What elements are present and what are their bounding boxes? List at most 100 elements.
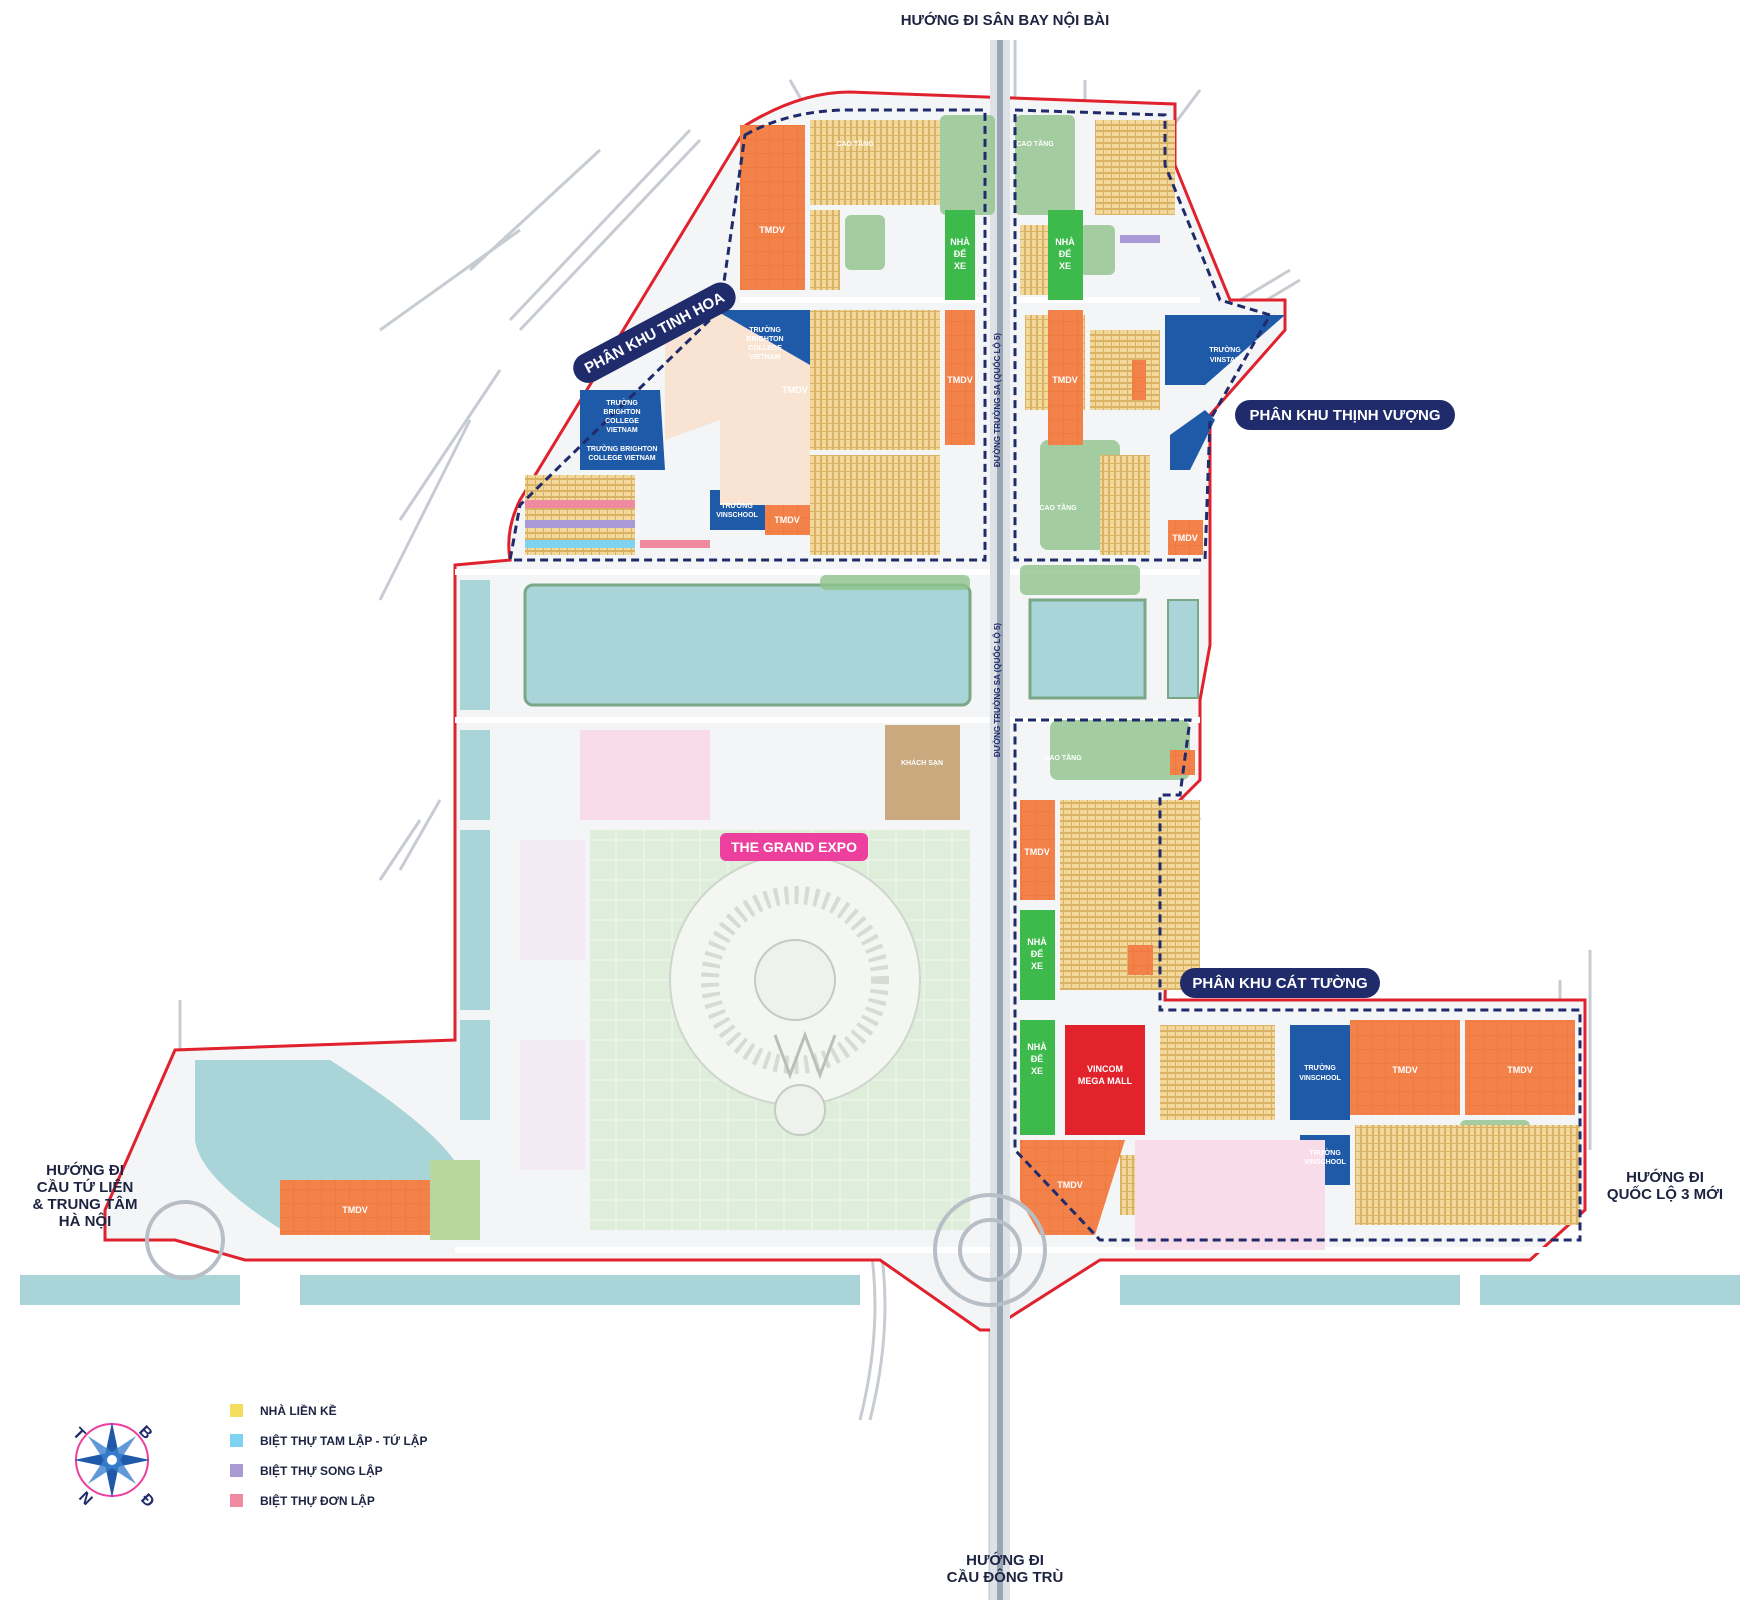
tmdv-label-7: TMDV (1024, 847, 1050, 857)
brighton-w-line2: BRIGHTON (603, 409, 640, 416)
vinschool-south (1290, 1025, 1350, 1120)
legend-label-0: NHÀ LIỀN KỀ (260, 1403, 337, 1418)
vinschool-s-line1: TRƯỜNG (1304, 1063, 1336, 1072)
brighton-n-line3: COLLEGE (748, 345, 782, 352)
block-labels: TMDV TMDV TMDV TMDV TMDV TMDV TMDV TMDV … (342, 138, 1533, 1215)
highway-label-north: ĐƯỜNG TRƯỜNG SA (QUỐC LỘ 5) (992, 333, 1002, 468)
direction-west-1: HƯỚNG ĐI (46, 1161, 124, 1179)
tmdv-block-10 (1465, 1020, 1575, 1115)
tmdv-label-9: TMDV (1392, 1065, 1418, 1075)
tmdv-block-7 (1020, 800, 1055, 900)
brighton-w-line4: VIETNAM (606, 427, 638, 434)
parking-2-line1: NHÀ (1055, 237, 1075, 247)
direction-labels: HƯỚNG ĐI SÂN BAY NỘI BÀI HƯỚNG ĐI CẦU TỨ… (33, 11, 1724, 1586)
vincom-mega-mall-block (1065, 1025, 1145, 1135)
vinschool-se-line2: VINSCHOOL (1304, 1159, 1346, 1166)
tmdv-block-6 (1168, 520, 1203, 555)
brighton-n-line1: TRƯỜNG (749, 325, 781, 334)
compass-east: Đ (137, 1491, 157, 1511)
parking-1-line3: XE (954, 261, 966, 271)
vinschool-n-line2: VINSCHOOL (716, 512, 758, 519)
canal (20, 580, 1740, 1305)
tmdv-blocks (280, 125, 1575, 1235)
grand-expo-label: THE GRAND EXPO (731, 839, 857, 855)
brighton-west (580, 390, 665, 470)
cao-tang-1: CAO TẦNG (836, 138, 874, 148)
parking-2-line3: XE (1059, 261, 1071, 271)
direction-east-2: QUỐC LỘ 3 MỚI (1607, 1185, 1723, 1203)
tmdv-label-6: TMDV (1172, 533, 1198, 543)
vinschool-se-line1: TRƯỜNG (1309, 1148, 1341, 1157)
mall-line2: MEGA MALL (1078, 1076, 1133, 1086)
highway (990, 40, 1010, 1600)
vinstar-north (1165, 315, 1285, 385)
tmdv-block-14 (1128, 945, 1153, 975)
parking-4-line2: ĐỂ (1031, 1053, 1044, 1064)
tmdv-label-4: TMDV (782, 385, 808, 395)
zone-cat-tuong-label: PHÂN KHU CÁT TƯỜNG (1192, 974, 1367, 992)
zone-thinh-vuong: PHÂN KHU THỊNH VƯỢNG (1235, 400, 1455, 430)
tmdv-label-1: TMDV (759, 225, 785, 235)
direction-east-1: HƯỚNG ĐI (1626, 1168, 1704, 1186)
brighton-w2-line1: TRƯỜNG BRIGHTON (587, 444, 658, 453)
vinschool-s-line2: VINSCHOOL (1299, 1075, 1341, 1082)
tmdv-block-8 (1020, 1140, 1125, 1235)
tmdv-block-5 (765, 505, 810, 535)
parking-4-line1: NHÀ (1027, 1042, 1047, 1052)
parking-2-line2: ĐỂ (1059, 248, 1072, 259)
plots (520, 310, 1325, 1250)
compass-west: T (69, 1425, 88, 1444)
tmdv-block-11 (280, 1180, 430, 1235)
parking-3-line1: NHÀ (1027, 937, 1047, 947)
direction-west-4: HÀ NỘI (59, 1212, 112, 1230)
direction-north: HƯỚNG ĐI SÂN BAY NỘI BÀI (901, 11, 1110, 29)
brighton-w-line3: COLLEGE (605, 418, 639, 425)
tmdv-label-11: TMDV (342, 1205, 368, 1215)
vinschool-n-line1: TRƯỜNG (721, 501, 753, 510)
vinstar-east (1170, 410, 1215, 470)
tmdv-label-2: TMDV (947, 375, 973, 385)
brighton-w2-line2: COLLEGE VIETNAM (588, 455, 655, 462)
parking-blocks (945, 210, 1083, 1135)
legend-label-1: BIỆT THỰ TAM LẬP - TỨ LẬP (260, 1433, 427, 1448)
brighton-n-line2: BRIGHTON (746, 336, 783, 343)
tmdv-label-8: TMDV (1057, 1180, 1083, 1190)
compass-south: N (75, 1489, 95, 1509)
tmdv-block-3 (1048, 310, 1083, 445)
parking-3-line2: ĐỂ (1031, 948, 1044, 959)
legend-swatch-1 (230, 1434, 243, 1447)
brighton-n-line4: VIETNAM (749, 354, 781, 361)
tmdv-label-10: TMDV (1507, 1065, 1533, 1075)
parking-4-line3: XE (1031, 1066, 1043, 1076)
mall-line1: VINCOM (1087, 1064, 1123, 1074)
townhouse-blocks (525, 120, 1580, 1225)
tmdv-block-12 (1132, 360, 1146, 400)
vinstar-n-line2: VINSTAR (1210, 357, 1240, 364)
brighton-w-line1: TRƯỜNG (606, 398, 638, 407)
parking-1-line2: ĐỂ (954, 248, 967, 259)
hotel-label: KHÁCH SẠN (901, 758, 943, 767)
tmdv-block-1 (740, 125, 805, 290)
tmdv-label-3: TMDV (1052, 375, 1078, 385)
grand-expo-pill: THE GRAND EXPO (720, 833, 868, 861)
highway-label-middle: ĐƯỜNG TRƯỜNG SA (QUỐC LỘ 5) (992, 623, 1002, 758)
direction-south-1: HƯỚNG ĐI (966, 1551, 1044, 1569)
parking-1-line1: NHÀ (950, 237, 970, 247)
villa-blocks (525, 235, 1160, 548)
legend-swatch-3 (230, 1494, 243, 1507)
tmdv-label-5: TMDV (774, 515, 800, 525)
parking-3-line3: XE (1031, 961, 1043, 971)
direction-west-3: & TRUNG TÂM (33, 1195, 138, 1213)
compass-north: B (135, 1423, 155, 1443)
legend-swatch-2 (230, 1464, 243, 1477)
zone-cat-tuong: PHÂN KHU CÁT TƯỜNG (1180, 968, 1380, 998)
cao-tang-4: CAO TẦNG (1044, 752, 1082, 762)
cao-tang-2: CAO TẦNG (1016, 138, 1054, 148)
vinstar-n-line1: TRƯỜNG (1209, 345, 1241, 354)
legend: NHÀ LIỀN KỀ BIỆT THỰ TAM LẬP - TỨ LẬP BI… (230, 1403, 427, 1508)
grand-expo-site (590, 830, 970, 1230)
zone-thinh-vuong-label: PHÂN KHU THỊNH VƯỢNG (1249, 406, 1440, 424)
tmdv-block-2 (945, 310, 975, 445)
legend-swatch-0 (230, 1404, 243, 1417)
